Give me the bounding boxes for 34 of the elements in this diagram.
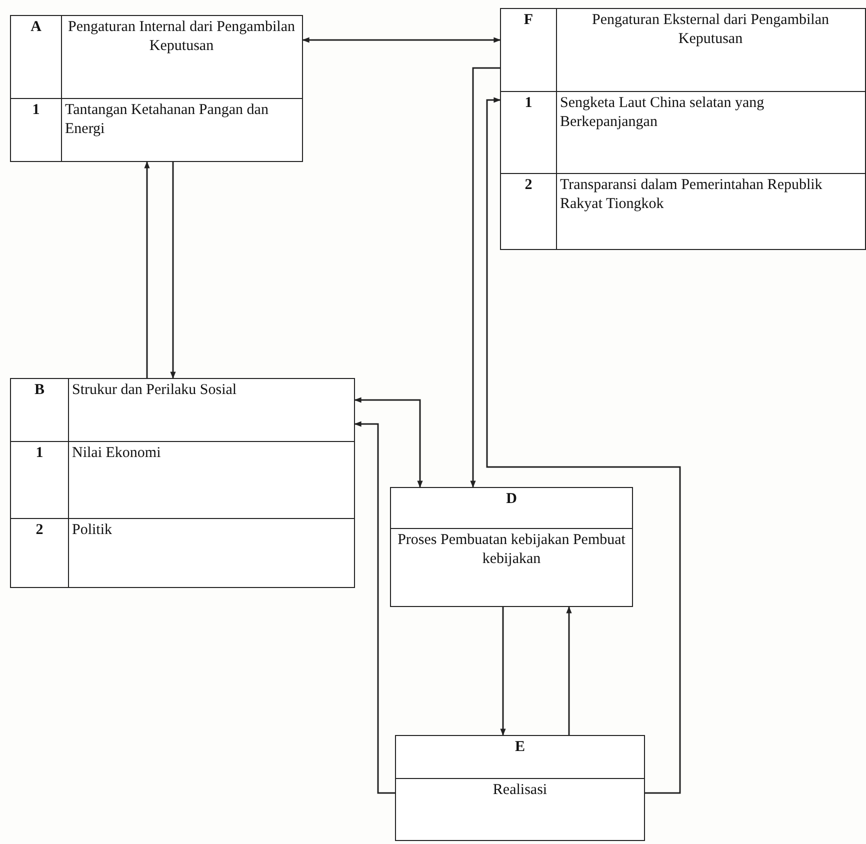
arrow xyxy=(354,421,395,794)
arrow xyxy=(486,97,681,794)
row-number: 2 xyxy=(34,521,44,540)
table-box xyxy=(500,8,866,250)
table-box xyxy=(10,15,303,162)
cell-text: Pengaturan Eksternal dari Pengambilan Keputusan xyxy=(590,11,830,49)
table-box xyxy=(10,378,355,588)
cell-text: Tantangan Ketahanan Pangan dan Energi xyxy=(64,101,270,139)
arrow xyxy=(302,37,501,43)
cell-text: Nilai Ekonomi xyxy=(71,444,162,463)
cell-text: Proses Pembuatan kebijakan Pembuat kebijakan xyxy=(396,531,626,569)
arrow xyxy=(500,607,506,736)
row-number: A xyxy=(30,18,42,37)
row-number: 1 xyxy=(31,101,41,120)
arrow xyxy=(566,606,572,735)
arrow xyxy=(354,397,423,488)
row-number: 2 xyxy=(524,176,534,195)
cell-text: Sengketa Laut China selatan yang Berkepanjangan xyxy=(559,94,766,132)
arrow xyxy=(144,161,150,378)
table-box xyxy=(395,735,645,841)
table-letter: E xyxy=(514,738,526,757)
cell-text: Pengaturan Internal dari Pengambilan Keputusan xyxy=(66,18,296,56)
row-number: F xyxy=(522,11,534,30)
row-number: 1 xyxy=(524,94,534,113)
arrow xyxy=(170,162,176,379)
cell-text: Politik xyxy=(71,521,114,540)
table-letter: D xyxy=(505,490,518,509)
row-number: 1 xyxy=(34,444,44,463)
arrow xyxy=(470,67,500,488)
cell-text: Transparansi dalam Pemerintahan Republik Rakyat Tiongkok xyxy=(559,176,824,214)
table-box xyxy=(390,487,633,607)
cell-text: Realisasi xyxy=(492,781,548,800)
cell-text: Strukur dan Perilaku Sosial xyxy=(71,381,238,400)
row-number: B xyxy=(33,381,46,400)
